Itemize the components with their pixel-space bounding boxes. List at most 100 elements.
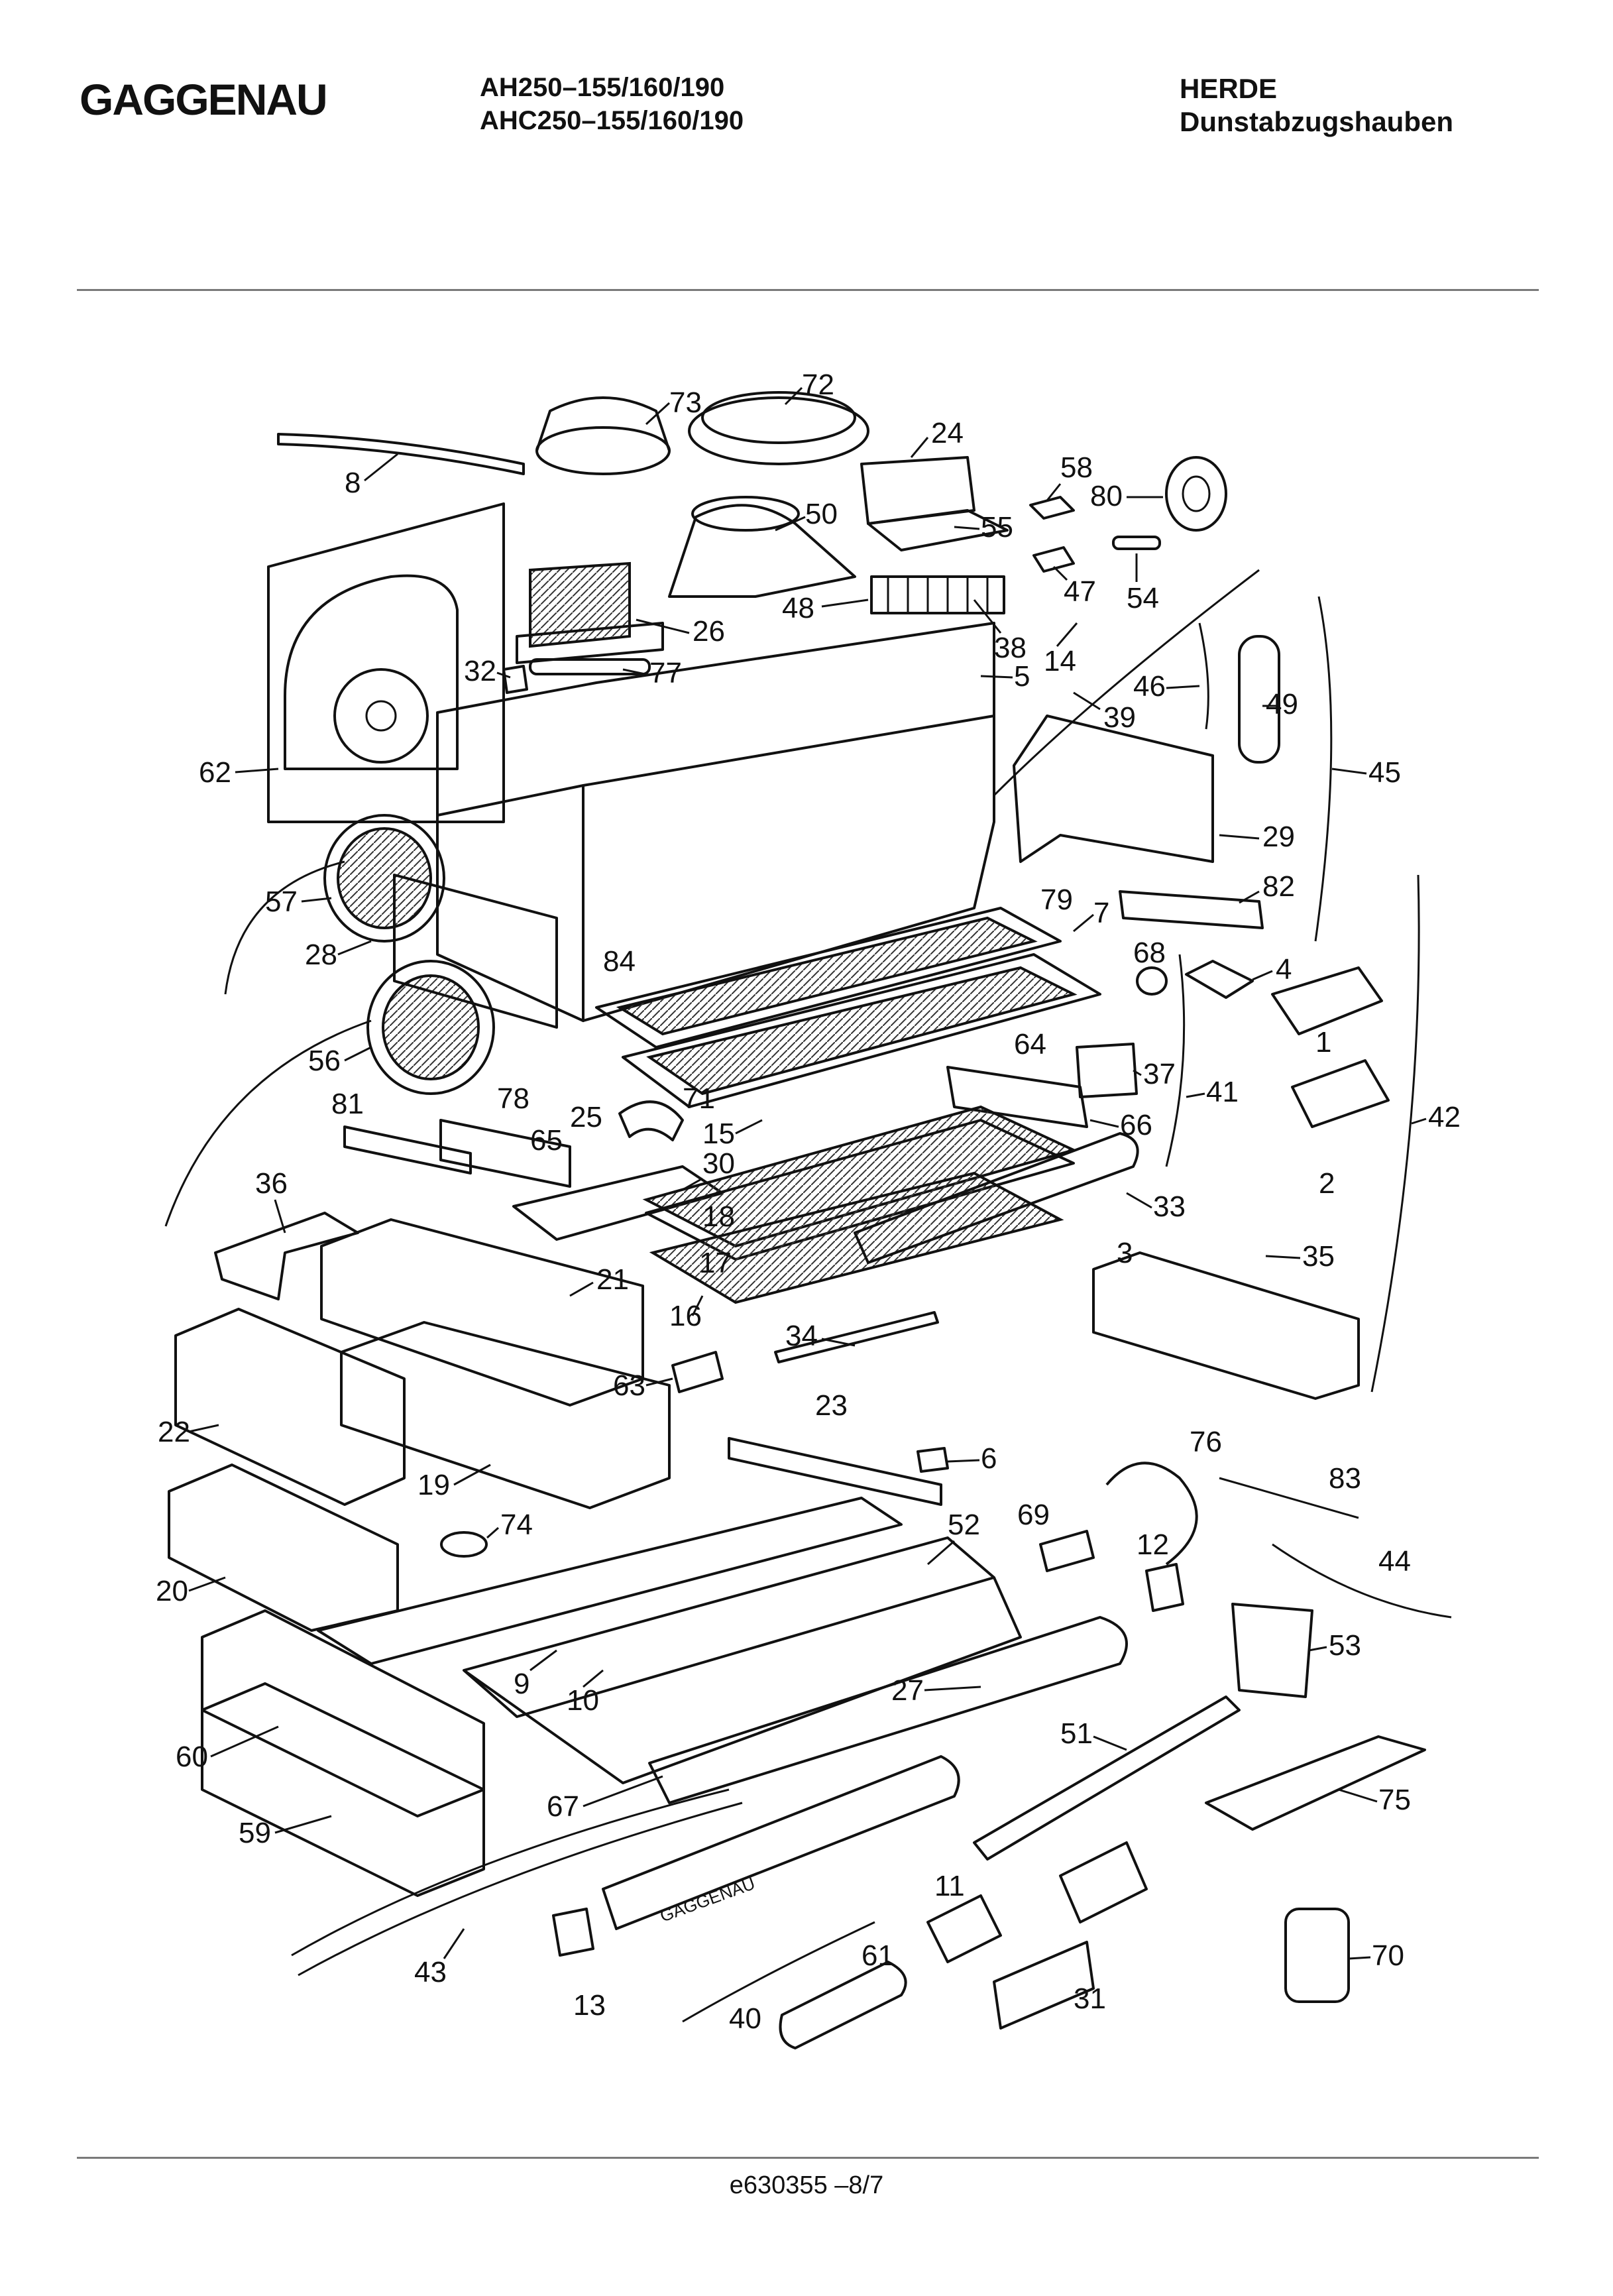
callout-label: 46 bbox=[1133, 670, 1166, 703]
part-11-lamp-socket bbox=[926, 1894, 1002, 1963]
callout-label: 70 bbox=[1372, 1939, 1404, 1972]
callout-label: 25 bbox=[570, 1101, 602, 1133]
callout-label: 2 bbox=[1319, 1167, 1335, 1200]
callout-label: 81 bbox=[331, 1088, 364, 1120]
callout-leader bbox=[735, 1119, 763, 1135]
callout-leader bbox=[775, 516, 806, 532]
callout-label: 55 bbox=[981, 511, 1013, 544]
callout-label: 1 bbox=[1315, 1026, 1331, 1059]
part-36-bracket bbox=[214, 1212, 359, 1300]
part-43-wire-1 bbox=[291, 1788, 730, 1957]
callout-label: 73 bbox=[669, 386, 702, 419]
callout-leader bbox=[1133, 1069, 1142, 1076]
part-cover-channel bbox=[602, 1755, 960, 1930]
callout-label: 12 bbox=[1137, 1528, 1169, 1561]
part-33-cover-tube bbox=[854, 1132, 1139, 1264]
part-2-plug bbox=[1291, 1059, 1390, 1128]
callout-leader bbox=[1252, 970, 1273, 981]
callout-label: 23 bbox=[815, 1389, 848, 1422]
part-71-clip bbox=[618, 1100, 684, 1141]
part-37-bracket bbox=[1076, 1043, 1138, 1098]
callout-label: 61 bbox=[862, 1939, 894, 1972]
callout-leader bbox=[486, 1526, 499, 1539]
callout-label: 5 bbox=[1014, 660, 1030, 693]
callout-leader bbox=[496, 671, 511, 679]
callout-label: 7 bbox=[1093, 897, 1109, 929]
part-60-duct bbox=[201, 1609, 485, 1817]
callout-label: 31 bbox=[1074, 1982, 1106, 2015]
callout-leader bbox=[337, 940, 372, 956]
part-19-rail bbox=[340, 1321, 671, 1509]
callout-label: 59 bbox=[239, 1817, 271, 1849]
part-56-fan-blades bbox=[382, 974, 480, 1080]
callout-label: 18 bbox=[702, 1200, 735, 1233]
part-50-duct-adapter bbox=[668, 504, 856, 598]
part-45-wire bbox=[1314, 596, 1333, 942]
part-77-rod bbox=[529, 658, 651, 675]
part-27-cover bbox=[648, 1616, 1128, 1804]
part-3-cable-box bbox=[1092, 1251, 1360, 1400]
callout-label: 51 bbox=[1060, 1717, 1093, 1750]
callout-label: 60 bbox=[176, 1741, 208, 1773]
part-62-blower-center bbox=[365, 700, 397, 732]
callout-leader bbox=[1411, 1118, 1427, 1125]
callout-label: 3 bbox=[1117, 1237, 1133, 1269]
callout-leader bbox=[1126, 1192, 1152, 1209]
document-number: e630355 –8/7 bbox=[729, 2171, 884, 2199]
part-12-clip bbox=[1145, 1563, 1184, 1612]
model-number-2: AHC250–155/160/190 bbox=[480, 106, 744, 135]
top-divider bbox=[77, 289, 1539, 291]
callout-leader bbox=[301, 897, 332, 903]
part-48-terminal-slots bbox=[887, 577, 989, 613]
callout-leader bbox=[569, 1281, 594, 1297]
callout-leader bbox=[973, 599, 1002, 634]
callout-label: 45 bbox=[1368, 756, 1401, 789]
callout-leader bbox=[1219, 834, 1260, 840]
callout-label: 30 bbox=[702, 1147, 735, 1180]
part-8-strip bbox=[277, 433, 525, 475]
callout-label: 52 bbox=[948, 1509, 980, 1541]
part-47-bracket bbox=[1032, 546, 1075, 573]
callout-label: 16 bbox=[669, 1300, 702, 1332]
part-34-strip bbox=[774, 1311, 939, 1363]
callout-leader bbox=[1338, 1788, 1378, 1803]
part-4-strain-relief bbox=[1185, 960, 1254, 999]
part-72-cover-cap bbox=[688, 396, 869, 465]
callout-label: 20 bbox=[156, 1575, 188, 1607]
callout-leader bbox=[1052, 565, 1068, 581]
callout-label: 39 bbox=[1103, 701, 1136, 734]
callout-label: 15 bbox=[702, 1118, 735, 1150]
category-subtitle: Dunstabzugshauben bbox=[1180, 106, 1454, 137]
callout-leader bbox=[1186, 1092, 1205, 1098]
callout-label: 53 bbox=[1329, 1629, 1361, 1662]
callout-label: 56 bbox=[308, 1045, 341, 1077]
bottom-divider bbox=[77, 2157, 1539, 2159]
part-80-grommet bbox=[1165, 456, 1227, 532]
callout-leader bbox=[583, 1669, 604, 1688]
callout-label: 9 bbox=[514, 1668, 529, 1700]
callout-leader bbox=[1308, 1646, 1327, 1652]
part-22-rail bbox=[174, 1308, 406, 1506]
callout-leader bbox=[1089, 1119, 1119, 1128]
part-7-filter-frame bbox=[595, 907, 1062, 1049]
callout-label: 65 bbox=[530, 1124, 563, 1157]
part-44-wire bbox=[1272, 1543, 1452, 1619]
callout-label: 42 bbox=[1428, 1101, 1461, 1133]
callout-leader bbox=[344, 1046, 372, 1062]
callout-leader bbox=[1073, 913, 1094, 933]
callout-label: 29 bbox=[1262, 821, 1295, 853]
callout-label: 33 bbox=[1153, 1190, 1186, 1223]
part-72-cap-top bbox=[701, 391, 856, 444]
callout-label: 50 bbox=[805, 498, 838, 530]
part-55-switch-plate bbox=[867, 509, 1009, 551]
part-5-top-rail bbox=[436, 622, 995, 817]
callout-label: 83 bbox=[1329, 1462, 1361, 1495]
part-1-plug bbox=[1271, 966, 1383, 1035]
callout-label: 28 bbox=[305, 939, 337, 971]
callout-leader bbox=[924, 1686, 981, 1692]
callout-leader bbox=[1166, 685, 1200, 689]
callout-label: 62 bbox=[199, 756, 231, 789]
part-43-wire-2 bbox=[298, 1802, 743, 1977]
part-23-rail bbox=[728, 1437, 942, 1506]
